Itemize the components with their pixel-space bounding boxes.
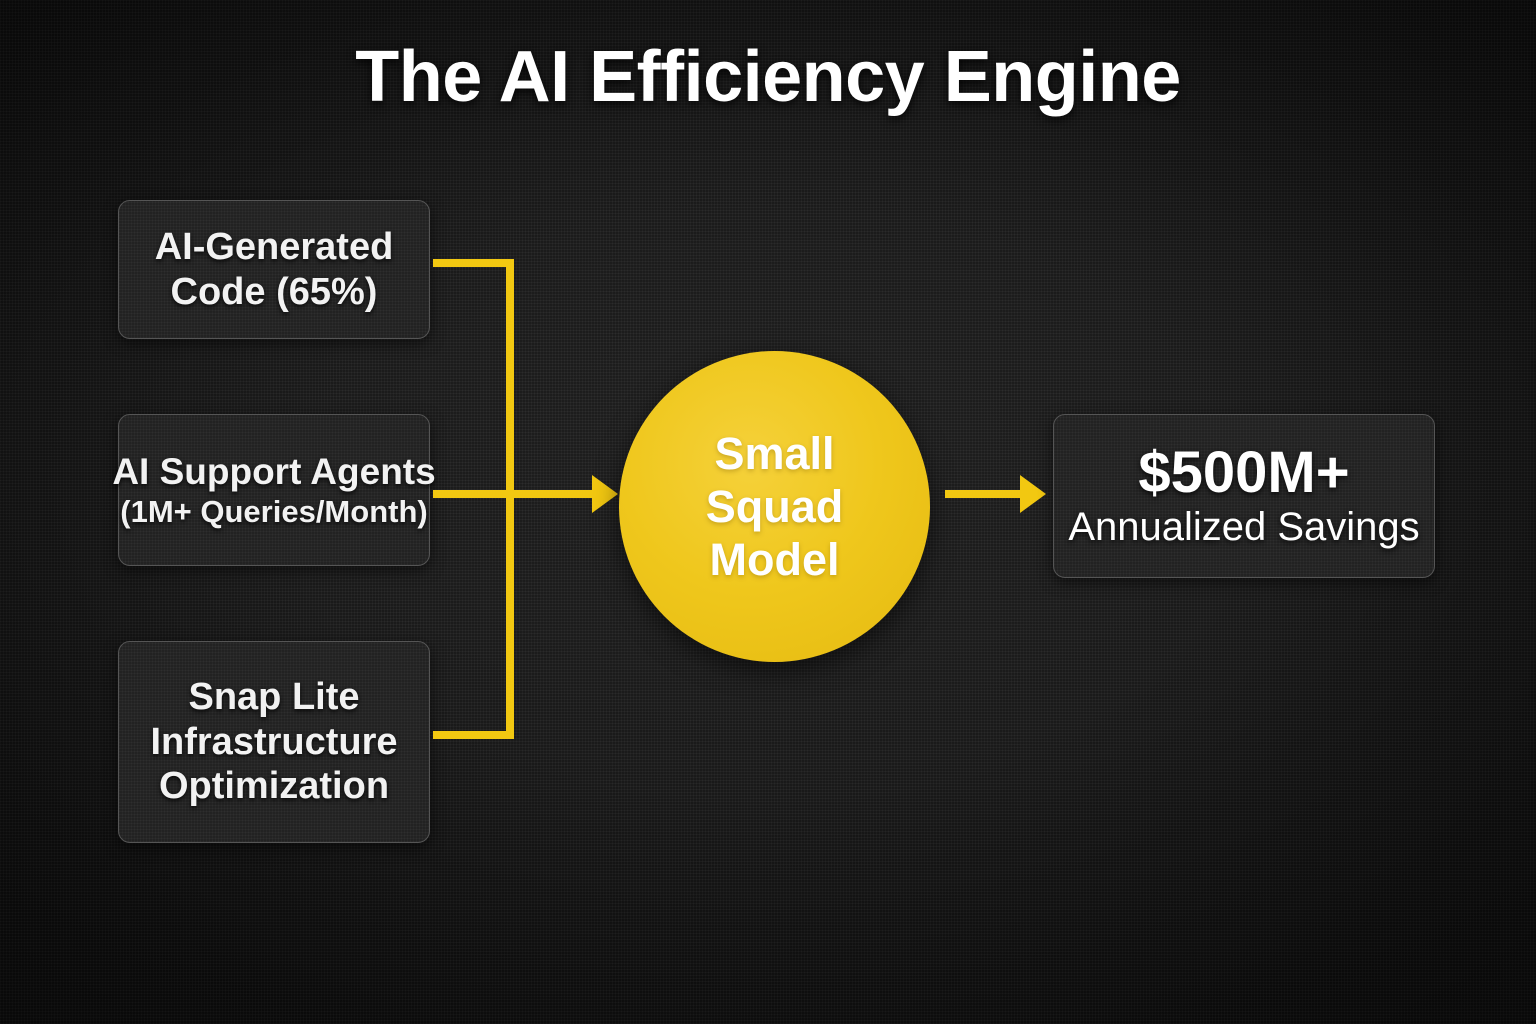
connector-stub-snap-lite-infrastructure — [433, 731, 514, 739]
outcome-caption: Annualized Savings — [1068, 505, 1420, 550]
hub-circle-small-squad-model[interactable]: Small Squad Model — [619, 351, 930, 662]
connector-vertical-bus — [506, 259, 514, 739]
input-box-snap-lite-line2: Infrastructure — [150, 720, 398, 763]
connector-stub-ai-generated-code — [433, 259, 514, 267]
input-box-ai-support-agents-line2: (1M+ Queries/Month) — [120, 493, 428, 529]
hub-label-line2: Squad — [705, 480, 844, 532]
input-box-ai-support-agents[interactable]: AI Support Agents (1M+ Queries/Month) — [112, 414, 436, 566]
outcome-amount: $500M+ — [1138, 439, 1350, 505]
input-box-ai-support-agents-line1: AI Support Agents — [112, 451, 436, 493]
input-box-snap-lite-line1: Snap Lite — [188, 676, 360, 719]
input-box-ai-generated-code-line1: AI-Generated — [154, 226, 394, 269]
connector-hub-to-outcome-line — [945, 490, 1020, 498]
arrow-hub-to-outcome-icon — [1020, 475, 1046, 513]
input-box-ai-generated-code-line2: Code (65%) — [170, 270, 378, 313]
input-box-snap-lite-infrastructure[interactable]: Snap Lite Infrastructure Optimization — [118, 641, 430, 843]
hub-label-line1: Small — [714, 427, 835, 479]
page-title: The AI Efficiency Engine — [355, 37, 1181, 117]
input-box-snap-lite-line3: Optimization — [158, 765, 390, 808]
connector-inputs-to-hub-line — [506, 490, 592, 498]
hub-label-line3: Model — [709, 534, 840, 586]
arrow-inputs-to-hub-icon — [592, 475, 618, 513]
outcome-box-annualized-savings[interactable]: $500M+ Annualized Savings — [1053, 414, 1435, 578]
input-box-ai-generated-code[interactable]: AI-Generated Code (65%) — [118, 200, 430, 339]
connector-stub-ai-support-agents — [433, 490, 514, 498]
